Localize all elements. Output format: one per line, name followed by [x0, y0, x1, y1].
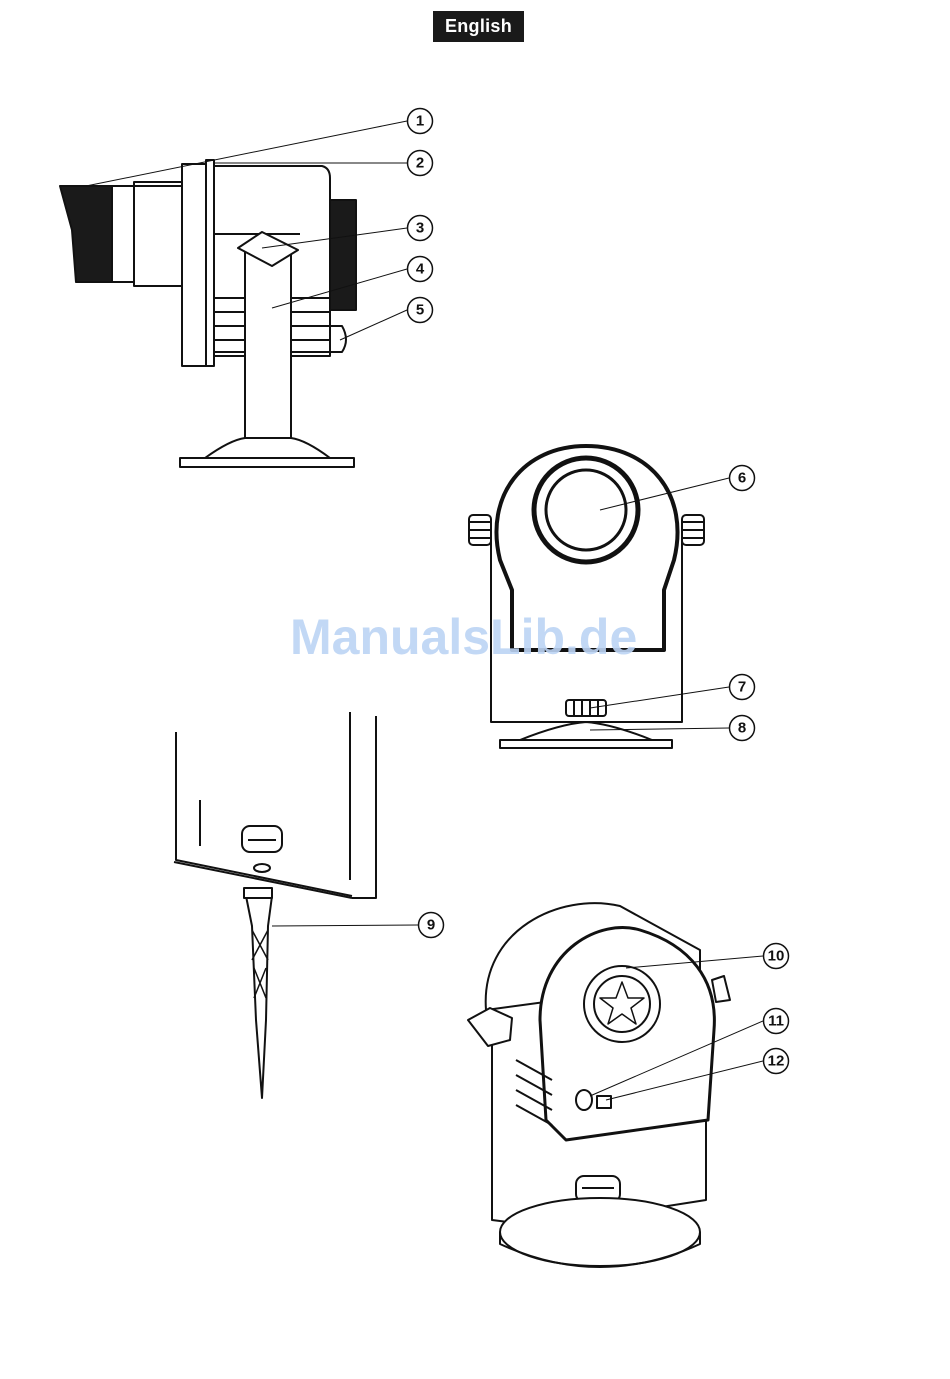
callout-label-2: 2	[416, 155, 424, 172]
side-view-figure	[60, 160, 356, 467]
callout-label-8: 8	[738, 720, 746, 737]
callout-label-7: 7	[738, 679, 746, 696]
callout-label-6: 6	[738, 470, 746, 487]
callout-label-9: 9	[427, 917, 435, 934]
callout-label-4: 4	[416, 261, 425, 278]
rear-view-figure	[468, 903, 730, 1267]
callout-label-10: 10	[768, 948, 785, 965]
callout-label-3: 3	[416, 220, 424, 237]
callout-label-5: 5	[416, 302, 424, 319]
ground-spike-figure	[174, 712, 376, 1098]
callout-label-1: 1	[416, 113, 424, 130]
callout-label-11: 11	[768, 1013, 784, 1030]
callout-label-12: 12	[768, 1053, 785, 1070]
front-view-figure	[469, 446, 704, 748]
watermark-text: ManualsLib.de	[290, 602, 665, 672]
